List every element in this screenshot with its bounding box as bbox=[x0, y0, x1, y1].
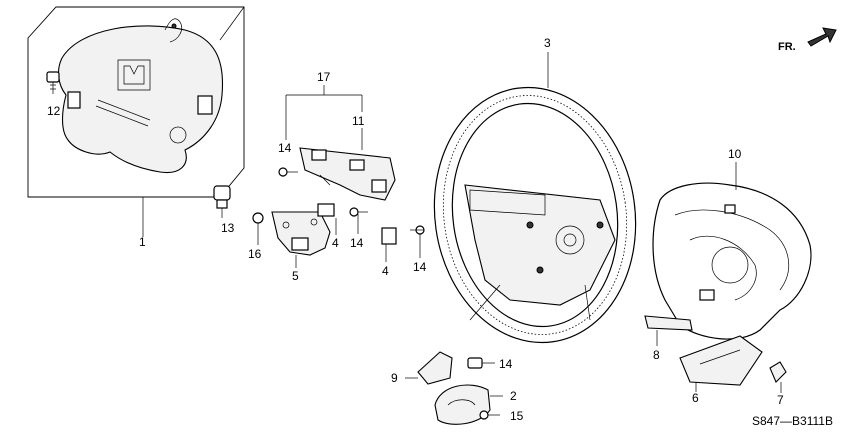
front-arrow-icon bbox=[807, 27, 837, 47]
wheel-hub bbox=[464, 184, 616, 306]
cover-2 bbox=[434, 384, 503, 425]
callout-17: 17 bbox=[317, 70, 331, 84]
screw-16 bbox=[252, 212, 264, 245]
clip-4-left bbox=[317, 203, 337, 235]
steering-wheel bbox=[433, 52, 637, 344]
switch-assembly bbox=[278, 85, 396, 201]
diagram-code: S847—B3111B bbox=[752, 414, 833, 428]
callout-5: 5 bbox=[292, 269, 299, 283]
screw-14-right bbox=[410, 225, 425, 258]
callout-14-right: 14 bbox=[413, 260, 427, 274]
airbag-module bbox=[57, 25, 224, 174]
airbag-module-group bbox=[27, 6, 245, 237]
callout-1: 1 bbox=[139, 235, 146, 249]
callout-14-mid: 14 bbox=[350, 236, 364, 250]
lower-cover-6 bbox=[679, 335, 763, 392]
front-label: FR. bbox=[778, 41, 796, 53]
bolt-12 bbox=[46, 71, 60, 94]
callout-9: 9 bbox=[391, 371, 398, 385]
screw-14-mid bbox=[349, 207, 368, 234]
callout-14-bottom: 14 bbox=[499, 357, 513, 371]
callout-7: 7 bbox=[777, 393, 784, 407]
garnish-8 bbox=[644, 315, 693, 346]
callout-13: 13 bbox=[221, 221, 235, 235]
callouts: 1 2 3 4 4 5 6 7 8 9 10 11 12 13 14 14 14… bbox=[47, 36, 784, 423]
bracket-parts bbox=[213, 185, 425, 268]
callout-3: 3 bbox=[544, 36, 551, 50]
bolt-13 bbox=[213, 185, 231, 218]
callout-15: 15 bbox=[510, 409, 524, 423]
right-lower-parts bbox=[644, 315, 787, 393]
callout-4-right: 4 bbox=[382, 264, 389, 278]
callout-16: 16 bbox=[248, 247, 262, 261]
callout-2: 2 bbox=[510, 389, 517, 403]
front-direction-indicator: FR. bbox=[778, 27, 837, 53]
screw-15 bbox=[479, 410, 500, 420]
bracket-9 bbox=[405, 351, 453, 385]
cap-7 bbox=[769, 361, 787, 393]
callout-8: 8 bbox=[653, 348, 660, 362]
lower-parts bbox=[405, 351, 503, 425]
callout-11: 11 bbox=[352, 114, 365, 128]
callout-4-left: 4 bbox=[332, 236, 339, 250]
callout-12: 12 bbox=[47, 104, 61, 118]
rear-cover bbox=[652, 162, 812, 340]
callout-6: 6 bbox=[692, 391, 699, 405]
clip-4-right bbox=[381, 227, 397, 262]
airbag-outline-box bbox=[27, 6, 245, 198]
callout-14-top: 14 bbox=[278, 141, 292, 155]
screw-14-top bbox=[278, 167, 298, 177]
screw-14-bottom bbox=[467, 357, 495, 369]
callout-10: 10 bbox=[728, 147, 742, 161]
